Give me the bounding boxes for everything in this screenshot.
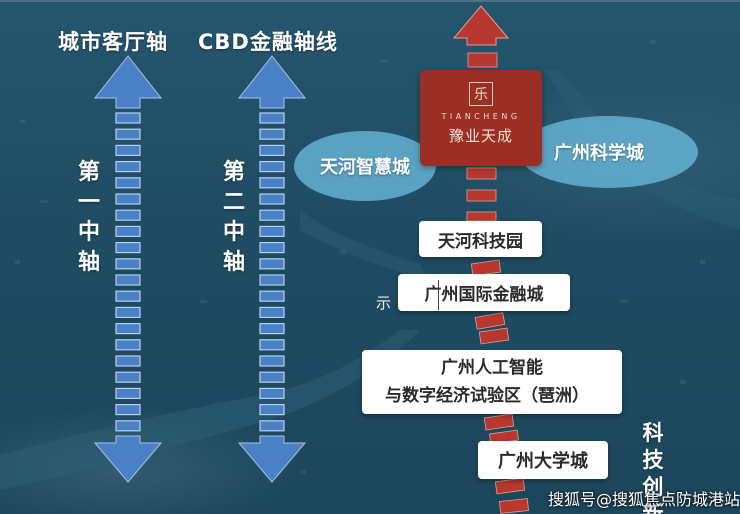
axis-dash bbox=[115, 371, 141, 383]
second-axis-char: 第 bbox=[222, 160, 245, 185]
axis-dash bbox=[115, 306, 141, 318]
arrow-head-up bbox=[452, 5, 510, 46]
heading-city-parlor-axis: 城市客厅轴 bbox=[58, 30, 168, 54]
axis-dash bbox=[115, 112, 141, 124]
axis-dash bbox=[259, 290, 285, 302]
ellipse-label: 广州科学城 bbox=[554, 143, 644, 164]
node-label-line2: 与数字经济试验区（琶洲） bbox=[385, 386, 589, 406]
node-guangzhou-international-finance-city: 广州国际金融城 bbox=[398, 274, 570, 311]
tech-innovation-axis-label: 科 技 创 新 bbox=[640, 420, 666, 514]
axis-dash bbox=[115, 193, 141, 205]
axis-dash bbox=[115, 355, 141, 367]
axis-dash bbox=[466, 189, 497, 202]
arrow-head-down bbox=[93, 435, 163, 483]
axis-dash bbox=[259, 225, 285, 237]
axis-dash bbox=[259, 112, 285, 124]
node-pazhou-ai-digital-economy-zone: 广州人工智能 与数字经济试验区（琶洲） bbox=[362, 350, 622, 414]
stray-text-fragment: 示 bbox=[376, 294, 392, 312]
top-border bbox=[0, 0, 740, 2]
axis-dash bbox=[115, 339, 141, 351]
axis-dash bbox=[259, 193, 285, 205]
axis-dash bbox=[470, 259, 502, 277]
axis-dash bbox=[478, 327, 510, 345]
first-axis-char: 一 bbox=[77, 190, 100, 215]
node-tianhe-tech-park: 天河科技园 bbox=[419, 221, 542, 257]
axis-dash bbox=[259, 323, 285, 335]
second-axis-label: 第 二 中 轴 bbox=[221, 158, 247, 278]
axis-dash bbox=[467, 52, 498, 68]
second-axis-arrow bbox=[237, 55, 307, 483]
first-axis-label: 第 一 中 轴 bbox=[76, 158, 102, 278]
first-axis-char: 轴 bbox=[77, 250, 100, 275]
second-axis-char: 二 bbox=[222, 190, 245, 215]
arrow-head-down bbox=[237, 435, 307, 483]
axis-dash bbox=[259, 339, 285, 351]
axis-dash bbox=[115, 290, 141, 302]
tech-axis-char: 新 bbox=[642, 502, 664, 514]
tech-axis-char: 技 bbox=[642, 448, 664, 472]
axis-dash bbox=[115, 161, 141, 173]
ellipse-tianhe-smart-city: 天河智慧城 bbox=[294, 131, 436, 201]
axis-dash bbox=[466, 167, 497, 180]
node-label: 广州大学城 bbox=[498, 451, 588, 472]
first-axis-char: 中 bbox=[77, 220, 100, 245]
axis-dash bbox=[499, 498, 529, 514]
axis-dash bbox=[259, 177, 285, 189]
node-guangzhou-university-town: 广州大学城 bbox=[478, 441, 608, 479]
axis-dash bbox=[259, 258, 285, 270]
axis-dash bbox=[115, 225, 141, 237]
brand-seal-icon: 乐 bbox=[469, 82, 493, 106]
axis-dash bbox=[115, 177, 141, 189]
axis-dash bbox=[115, 209, 141, 221]
axis-dash bbox=[494, 477, 526, 495]
axis-dash bbox=[115, 274, 141, 286]
watermark: 搜狐号@搜狐焦点防城港站 bbox=[548, 490, 740, 509]
axis-dash bbox=[474, 312, 506, 330]
brand-logo-box: 乐 TIANCHENG 豫业天成 bbox=[420, 70, 542, 166]
axis-dash bbox=[115, 404, 141, 416]
brand-name-en: TIANCHENG bbox=[441, 112, 521, 121]
tech-axis-char: 科 bbox=[642, 421, 664, 445]
node-label: 广州国际金融城 bbox=[424, 285, 544, 305]
tech-axis-char: 创 bbox=[642, 475, 664, 499]
axis-dash bbox=[115, 258, 141, 270]
first-axis-char: 第 bbox=[77, 160, 100, 185]
axis-dash bbox=[259, 371, 285, 383]
heading-cbd-finance-axis: CBD金融轴线 bbox=[198, 30, 338, 54]
ellipse-label: 天河智慧城 bbox=[320, 157, 410, 178]
arrow-head-up bbox=[237, 55, 307, 109]
axis-dash bbox=[115, 420, 141, 432]
axis-dash bbox=[115, 323, 141, 335]
node-label: 天河科技园 bbox=[438, 231, 523, 252]
axis-dash bbox=[259, 355, 285, 367]
axis-dash bbox=[115, 128, 141, 140]
node-label-line1: 广州人工智能 bbox=[441, 358, 543, 378]
ellipse-guangzhou-science-city: 广州科学城 bbox=[518, 116, 698, 188]
axis-dash bbox=[259, 128, 285, 140]
axis-dash bbox=[466, 211, 497, 222]
axis-dash bbox=[259, 274, 285, 286]
brand-name-cn: 豫业天成 bbox=[448, 127, 513, 145]
axis-dash bbox=[259, 161, 285, 173]
first-axis-arrow bbox=[93, 55, 163, 483]
axis-dash bbox=[483, 413, 515, 431]
tech-innovation-axis-arrow bbox=[452, 5, 529, 514]
axis-dash bbox=[115, 387, 141, 399]
axis-dash bbox=[115, 242, 141, 254]
axis-dash bbox=[259, 306, 285, 318]
axis-dash bbox=[115, 144, 141, 156]
second-axis-char: 轴 bbox=[222, 250, 245, 275]
text-cursor bbox=[438, 280, 439, 310]
arrow-head-up bbox=[93, 55, 163, 109]
axis-dash bbox=[259, 387, 285, 399]
axis-dash bbox=[259, 209, 285, 221]
axis-dash bbox=[259, 420, 285, 432]
second-axis-char: 中 bbox=[222, 220, 245, 245]
axis-dash bbox=[259, 404, 285, 416]
axis-dash bbox=[259, 144, 285, 156]
axis-dash bbox=[259, 242, 285, 254]
